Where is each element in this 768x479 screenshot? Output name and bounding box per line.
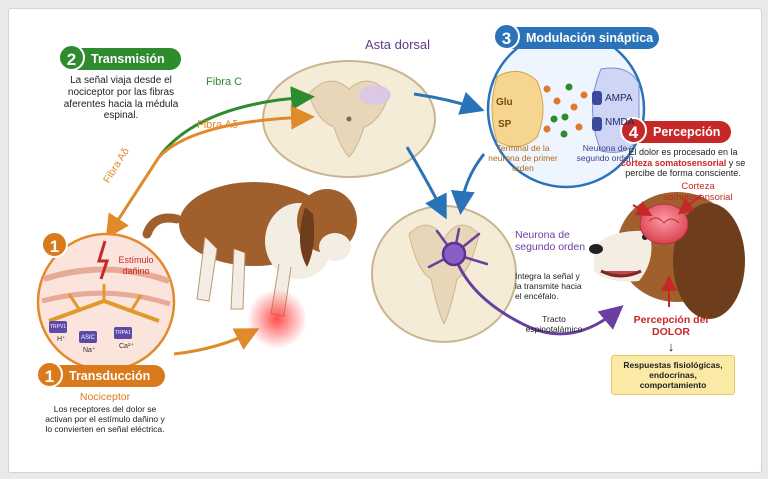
step-4-pill: 4 Percepción [620,117,731,144]
perception-text-end: y se percibe de forma consciente. [625,157,746,179]
nmda-label: NMDA [605,117,635,128]
stimulus-label: Estímulo dañino [118,255,154,276]
ion-ca: Ca²⁺ [119,343,134,350]
perception-text-start: El dolor es procesado en la [628,147,738,157]
step-4-number: 4 [620,117,647,144]
step-1-title: Transducción [69,369,151,383]
ampa-label: AMPA [605,93,633,104]
tract-label: Tracto espinotalámico [525,314,583,335]
pain-perception-label: Percepción del DOLOR [633,314,709,339]
dog-illustration [142,182,357,349]
step-3-pill: 3 Modulación sináptica [493,23,659,50]
perception-text-highlight: corteza somatosensorial [620,157,727,168]
ion-na: Na⁺ [83,347,96,354]
step-3-title: Modulación sináptica [526,31,654,45]
step-1-pill: 1 Transducción [36,361,165,388]
spinal-cord-lower [371,205,517,343]
step-2-number: 2 [58,44,85,71]
neurotransmitter-dots [543,83,588,138]
terminal-label: Terminal de la neurona de primer orden [488,143,558,174]
receptor-trpv1: TRPV1 [49,324,67,330]
glu-label: Glu [496,97,513,108]
responses-box: Respuestas fisiológicas, endocrinas, com… [611,355,735,396]
ion-h: H⁺ [57,336,66,343]
fiber-pathways [105,86,315,356]
fiber-adelta-label: Fibra Aδ [197,119,238,131]
dorsal-horn-label: Asta dorsal [365,37,431,52]
down-arrow-icon: ↓ [667,339,675,354]
cortex-label: Corteza somatosensorial [663,181,733,204]
second-order-text: Integra la señal y la transmite hacia el… [515,271,582,302]
second-neuron-synapse-label: Neurona de segundo orden [576,143,634,164]
dog-head-illustration [589,192,745,319]
receptor-asic: ASIC [80,335,95,341]
nociceptor-label: Nociceptor [79,391,131,403]
modulation-arrows [405,91,486,220]
receptor-trpa1: TRPA1 [115,330,131,336]
fiber-c-label: Fibra C [206,76,243,88]
step-4-title: Percepción [653,125,721,139]
step-2-title: Transmisión [91,52,165,66]
step-1-badge: 1 [41,231,68,258]
second-order-title: Neurona de segundo orden [515,229,586,254]
sp-label: SP [498,119,512,130]
step-3-number: 3 [493,23,520,50]
step-2-pill: 2 Transmisión [58,44,181,71]
transmission-text: La señal viaja desde el nociceptor por l… [63,75,179,122]
second-order-neuron [427,227,624,336]
transduction-text: Los receptores del dolor se activan por … [45,404,165,435]
diagram-artwork [36,29,745,372]
step-1-number: 1 [36,361,63,388]
diagram-card: 2 Transmisión 3 Modulación sináptica 4 P… [8,8,762,473]
perception-text: El dolor es procesado en la corteza soma… [619,147,747,179]
